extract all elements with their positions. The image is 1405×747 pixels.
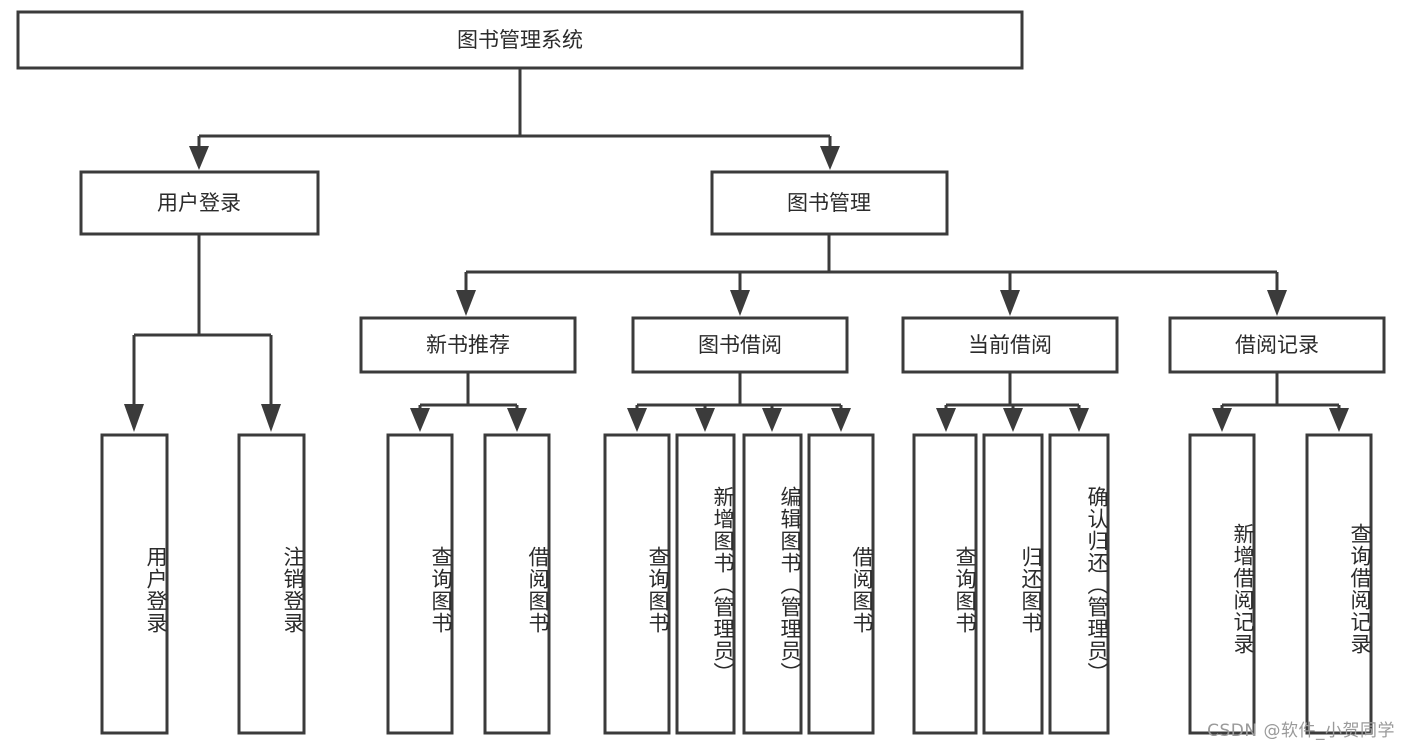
arrow-head-book-management [820, 146, 840, 170]
arrow-head-current-borrow-leaf1 [936, 408, 956, 432]
leaf-borrow-record-1[interactable] [1188, 433, 1256, 735]
arrow-head-borrow-record [1267, 290, 1287, 316]
leaf-current-borrow-1[interactable] [912, 433, 978, 735]
node-borrow-record[interactable]: 借阅记录 [1168, 316, 1386, 374]
leaf-book-borrow-3[interactable] [742, 433, 803, 735]
node-root-label: 图书管理系统 [457, 28, 583, 52]
node-current-borrow[interactable]: 当前借阅 [901, 316, 1119, 374]
node-root[interactable]: 图书管理系统 [16, 10, 1024, 70]
node-new-book-recommend[interactable]: 新书推荐 [359, 316, 577, 374]
arrow-head-current-borrow-leaf3 [1069, 408, 1089, 432]
arrow-head-user-login-leaf1 [124, 404, 144, 432]
arrow-head-borrow-record-leaf1 [1212, 408, 1232, 432]
leaf-book-borrow-2[interactable] [675, 433, 736, 735]
node-user-login-label: 用户登录 [157, 191, 241, 215]
csdn-watermark: CSDN @软件_小贺同学 [1207, 721, 1395, 741]
arrow-head-book-borrow [730, 290, 750, 316]
leaf-borrow-record-2[interactable] [1305, 433, 1373, 735]
arrow-head-new-book [456, 290, 476, 316]
node-book-management[interactable]: 图书管理 [710, 170, 949, 236]
arrow-head-book-borrow-leaf4 [831, 408, 851, 432]
arrow-head-book-borrow-leaf1 [627, 408, 647, 432]
arrow-head-book-borrow-leaf2 [695, 408, 715, 432]
arrow-head-current-borrow-leaf2 [1003, 408, 1023, 432]
node-user-login[interactable]: 用户登录 [79, 170, 320, 236]
leaf-book-borrow-1[interactable] [603, 433, 671, 735]
node-book-borrow-label: 图书借阅 [698, 333, 782, 357]
arrow-head-user-login-leaf2 [261, 404, 281, 432]
arrow-head-current-borrow [1000, 290, 1020, 316]
arrow-head-new-book-leaf1 [410, 408, 430, 432]
arrow-head-new-book-leaf2 [507, 408, 527, 432]
node-new-book-recommend-label: 新书推荐 [426, 333, 510, 357]
leaf-user-login-1[interactable] [100, 433, 169, 735]
node-borrow-record-label: 借阅记录 [1235, 333, 1319, 357]
leaf-book-borrow-4[interactable] [807, 433, 875, 735]
node-book-management-label: 图书管理 [787, 191, 871, 215]
arrow-head-user-login [189, 146, 209, 170]
node-current-borrow-label: 当前借阅 [968, 333, 1052, 357]
leaf-current-borrow-3[interactable] [1048, 433, 1110, 735]
leaf-current-borrow-2[interactable] [982, 433, 1044, 735]
node-book-borrow[interactable]: 图书借阅 [631, 316, 849, 374]
leaf-user-login-2[interactable] [237, 433, 306, 735]
leaf-new-book-2[interactable] [483, 433, 551, 735]
arrow-head-borrow-record-leaf2 [1329, 408, 1349, 432]
arrow-head-book-borrow-leaf3 [762, 408, 782, 432]
leaf-new-book-1[interactable] [386, 433, 454, 735]
